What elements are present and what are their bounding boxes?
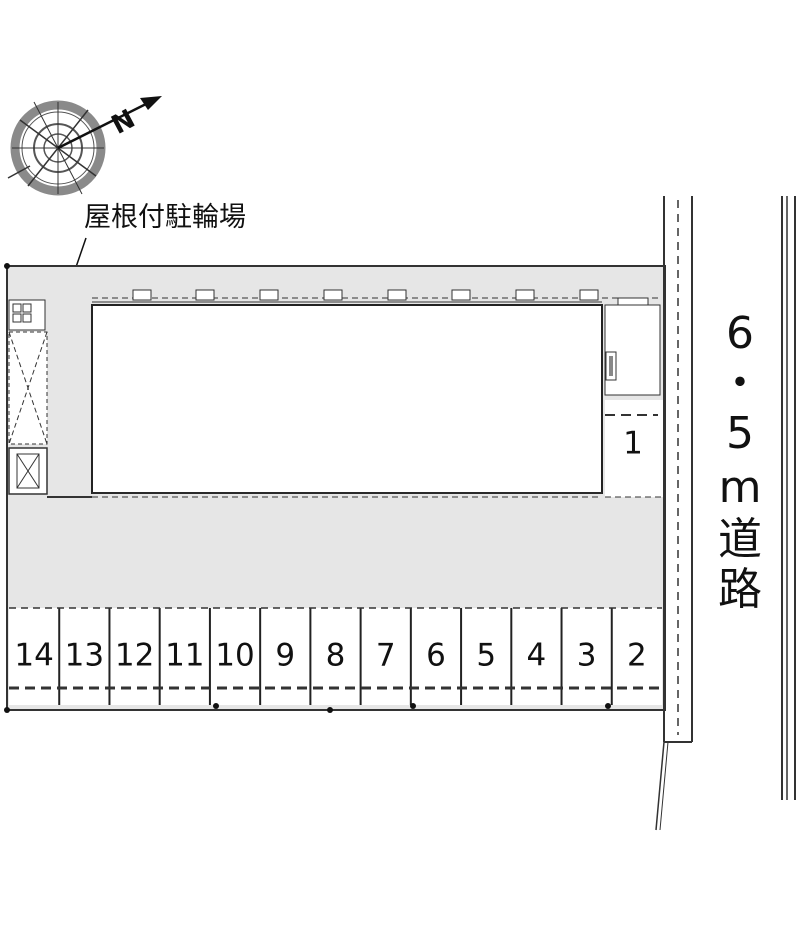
utility-area [604,297,661,396]
parking-space-2[interactable]: 2 [610,608,662,705]
parking-space-1-label: 1 [623,426,643,462]
parking-space-8[interactable]: 8 [309,608,361,705]
parking-space-9[interactable]: 9 [259,608,311,705]
parking-space-label: 11 [165,638,204,674]
parking-space-label: 3 [577,638,597,674]
parking-space-label: 6 [426,638,446,674]
road-label: 6 ・ 5 m 道 路 [718,308,762,615]
parking-space-10[interactable]: 10 [208,608,261,705]
parking-space-label: 5 [476,638,496,674]
parking-space-bg [109,608,160,705]
building [91,297,660,498]
parking-space-bg [410,608,462,705]
parking-space-label: 4 [527,638,547,674]
road-label-char-5: 道 [718,514,762,565]
ac-units [132,289,599,301]
parking-space-label: 14 [14,638,53,674]
parking-space-6[interactable]: 6 [409,608,462,705]
parking-space-3[interactable]: 3 [560,608,612,705]
road-label-char-6: 路 [718,564,762,615]
parking-space-label: 7 [376,638,396,674]
parking-space-bg [59,608,110,705]
bicycle-parking-label: 屋根付駐輪場 [84,202,246,233]
road-label-char-4: m [719,462,762,513]
boundary-markers [4,263,611,713]
parking-space-label: 8 [326,638,346,674]
parking-space-1[interactable]: 1 [605,400,663,498]
parking-space-label: 2 [627,638,647,674]
road-label-char-3: 5 [726,408,754,459]
parking-space-12[interactable]: 12 [108,608,160,705]
parking-space-4[interactable]: 4 [510,608,562,705]
parking-space-label: 12 [115,638,154,674]
parking-space-label: 10 [215,638,254,674]
parking-space-7[interactable]: 7 [359,608,411,705]
parking-space-14[interactable]: 14 [9,608,60,705]
parking-space-11[interactable]: 11 [158,608,210,705]
road [655,196,796,831]
road-label-char-2: ・ [718,358,762,409]
bicycle-shelter [8,299,92,498]
road-label-char-1: 6 [726,308,754,359]
parking-space-13[interactable]: 13 [58,608,110,705]
parking-space-5[interactable]: 5 [460,608,512,705]
parking-space-label: 13 [65,638,104,674]
parking-space-label: 9 [275,638,295,674]
north-compass-icon [7,96,162,196]
parking-space-bg [461,608,512,705]
